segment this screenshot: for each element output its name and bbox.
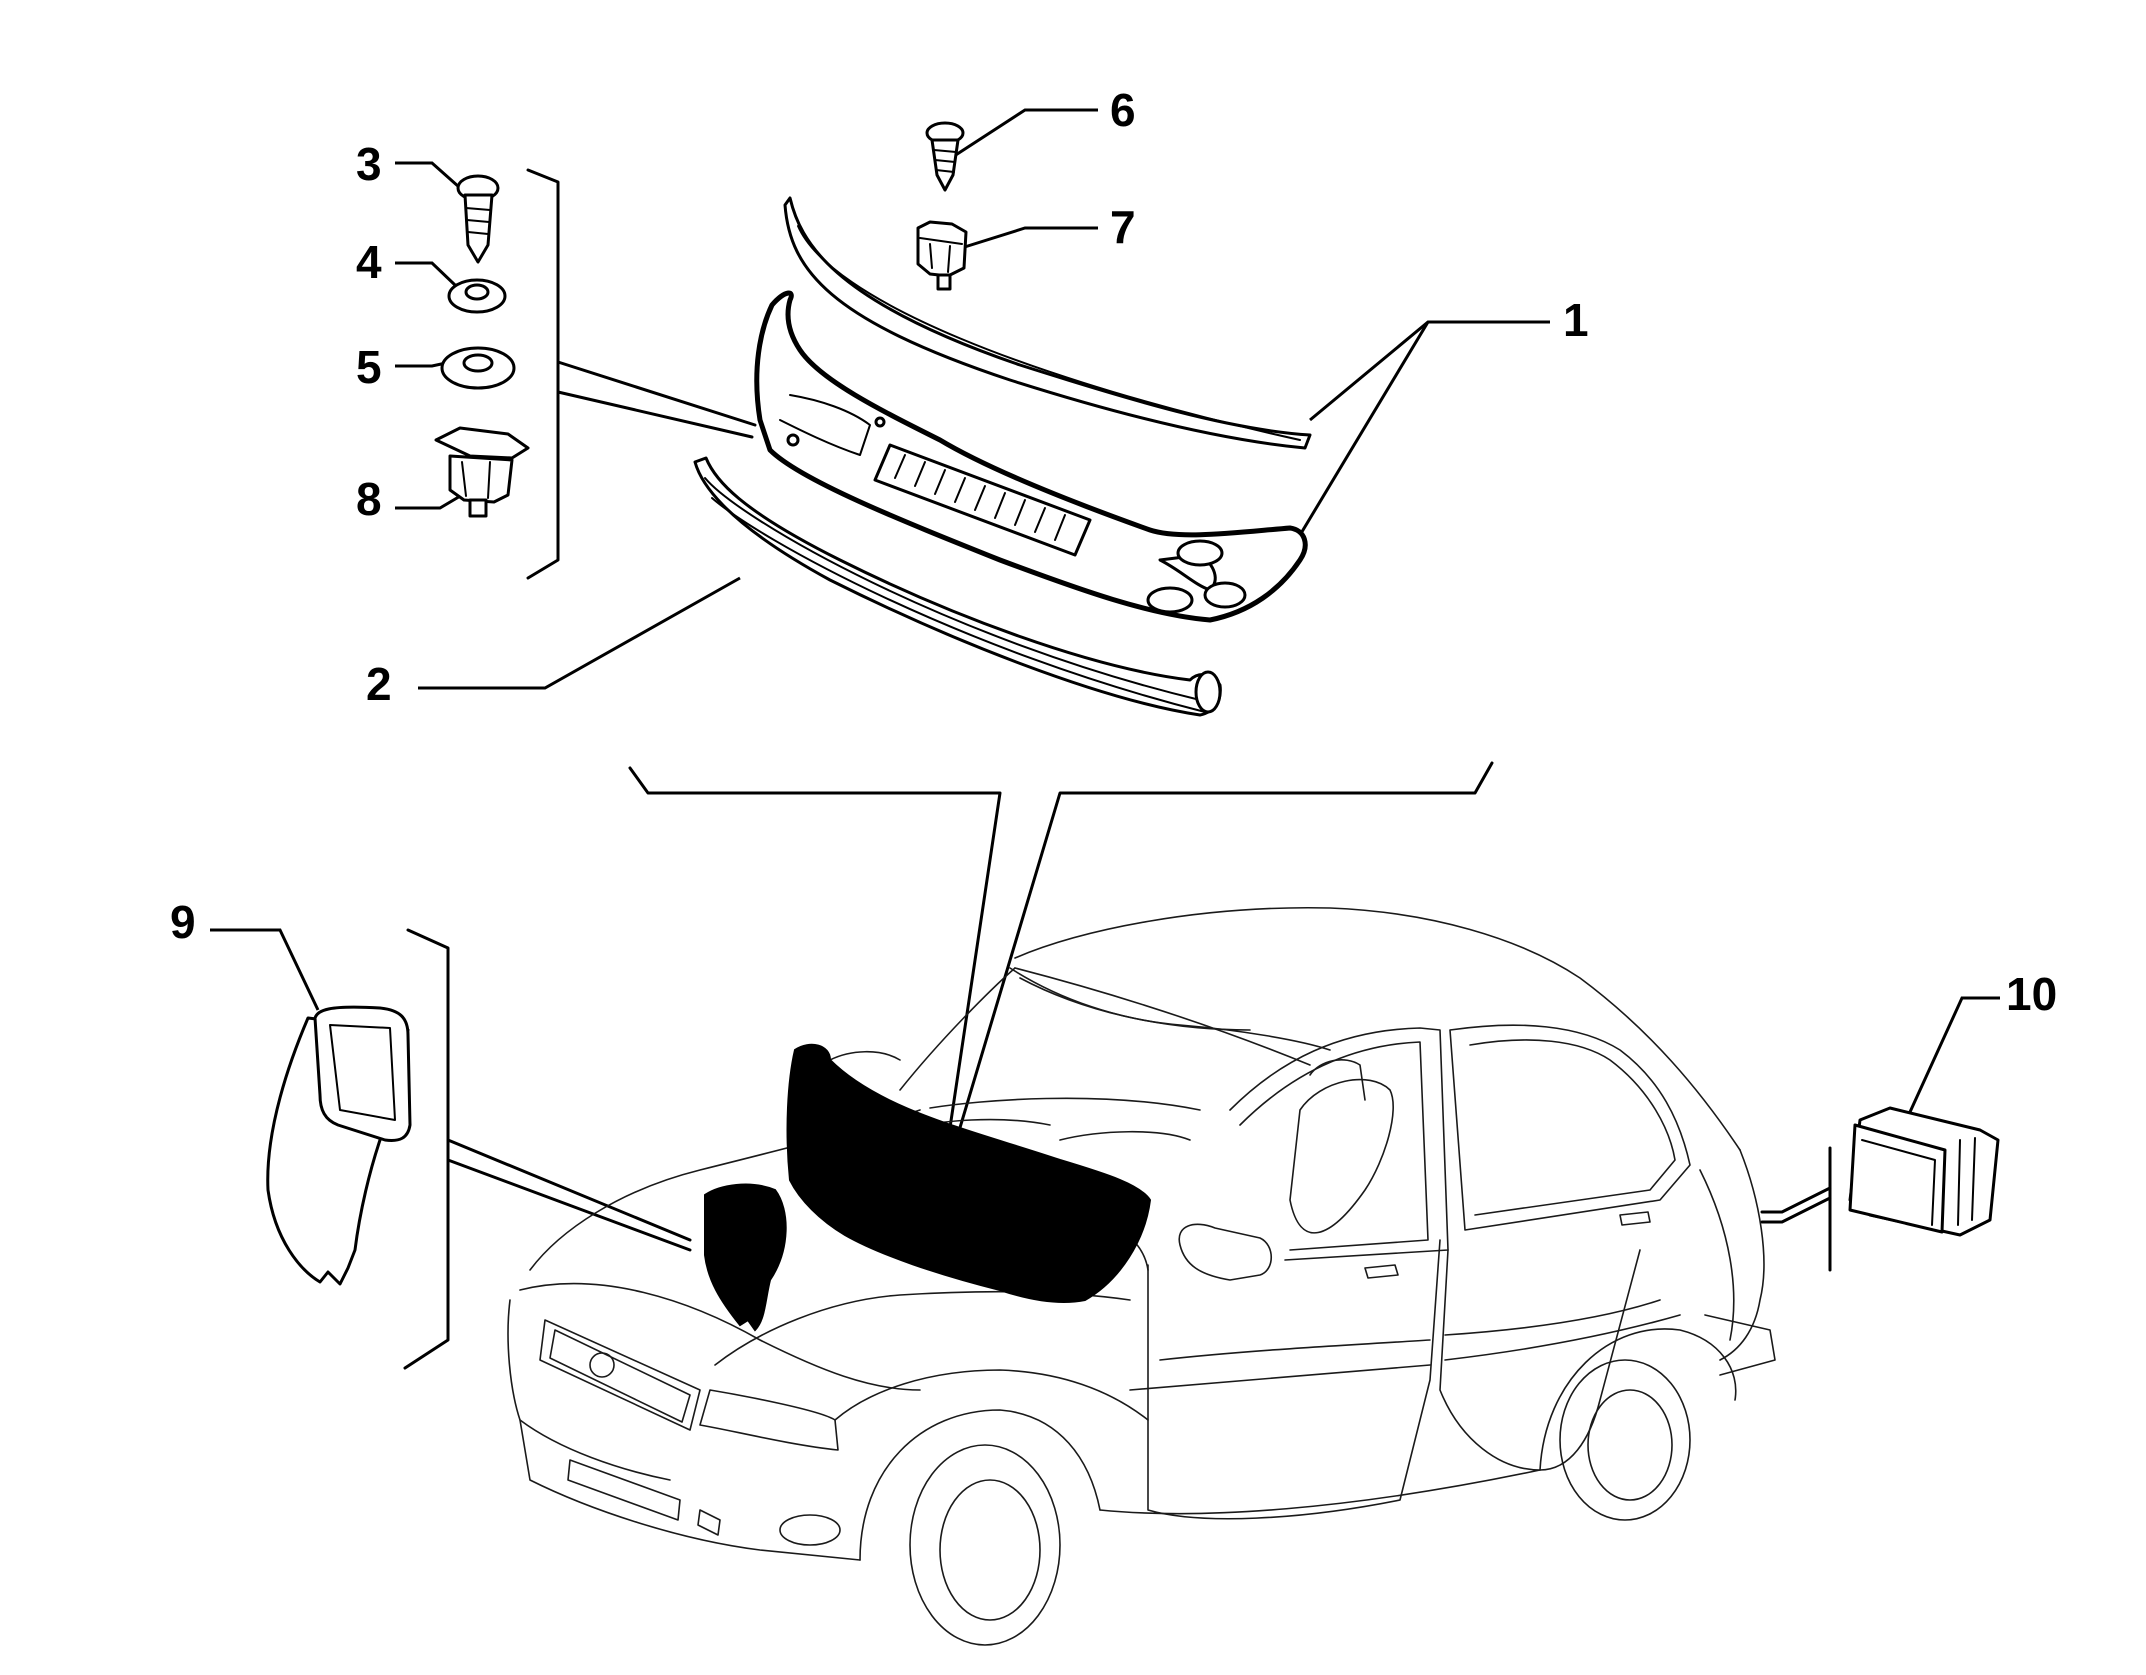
clip-part-7[interactable] xyxy=(916,220,968,291)
leader-lines xyxy=(210,108,2000,1113)
screw-part-6[interactable] xyxy=(925,121,965,192)
washer-part-5[interactable] xyxy=(440,346,516,390)
bracket-fasteners xyxy=(526,168,757,580)
callout-5[interactable]: 5 xyxy=(356,341,382,393)
washer-part-4[interactable] xyxy=(447,278,507,314)
bracket-cap-10 xyxy=(1760,1146,1832,1272)
callout-2[interactable]: 2 xyxy=(366,658,392,710)
cowl-seal-highlight xyxy=(786,1043,1152,1303)
callout-4[interactable]: 4 xyxy=(356,236,382,288)
callout-8[interactable]: 8 xyxy=(356,473,382,525)
bracket-assembly xyxy=(628,761,1494,1230)
seal-part-9[interactable] xyxy=(266,1005,412,1286)
seal-strip-part-2[interactable] xyxy=(693,456,1222,717)
screw-part-3[interactable] xyxy=(456,174,500,264)
wheel-arch-seal-highlight xyxy=(704,1183,787,1332)
bracket-seal-9 xyxy=(403,928,692,1370)
car-illustration xyxy=(507,906,1776,1646)
clip-part-8[interactable] xyxy=(434,426,530,518)
callout-9[interactable]: 9 xyxy=(170,896,196,948)
callout-6[interactable]: 6 xyxy=(1110,84,1136,136)
seal-strip-part-1-upper[interactable] xyxy=(783,196,1312,450)
callout-7[interactable]: 7 xyxy=(1110,201,1136,253)
callout-3[interactable]: 3 xyxy=(356,138,382,190)
cap-part-10[interactable] xyxy=(1848,1106,2000,1237)
cowl-panel-part-1[interactable] xyxy=(754,290,1308,623)
callout-10[interactable]: 10 xyxy=(2006,968,2057,1020)
callout-1[interactable]: 1 xyxy=(1563,294,1589,346)
